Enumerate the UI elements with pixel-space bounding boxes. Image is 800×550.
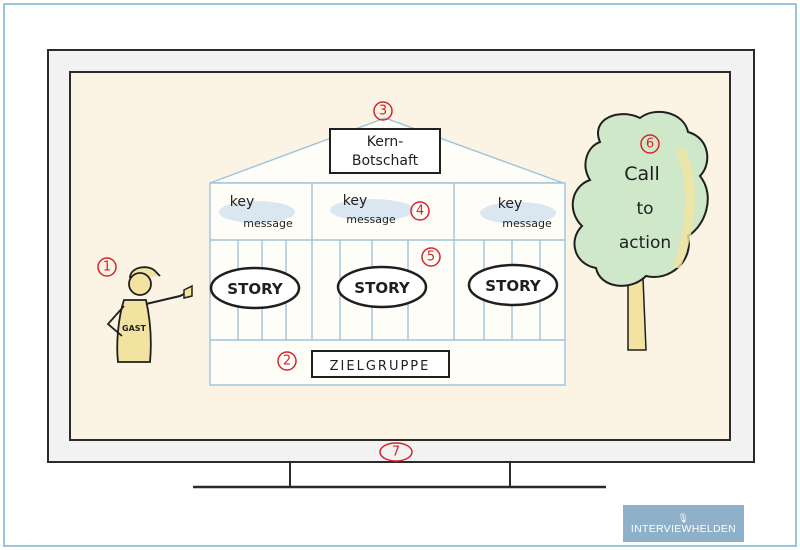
story-2: STORY: [354, 279, 411, 297]
brand-badge: 🎙 INTERVIEWHELDEN: [623, 505, 744, 542]
marker-5: 5: [421, 247, 441, 267]
marker-5-label: 5: [427, 250, 435, 265]
brand-label: INTERVIEWHELDEN: [630, 522, 737, 535]
marker-3-label: 3: [379, 104, 387, 119]
guest-other-arm: [106, 305, 125, 337]
highlight: [330, 199, 414, 221]
guest-body: [116, 299, 152, 363]
tree-shade: [672, 148, 695, 268]
outer-border: [3, 3, 797, 547]
guest-shirt-label: GAST: [122, 324, 147, 333]
story-cloud-2: [336, 265, 428, 309]
highlight: [480, 202, 556, 224]
marker-7: 7: [379, 442, 413, 462]
key-message-2-line1: key: [343, 193, 368, 209]
key-message-1-line2: message: [243, 217, 293, 230]
guest-figure: GAST: [106, 266, 193, 363]
cta-line1: Call: [624, 163, 659, 185]
story-cloud-3: [467, 263, 559, 307]
core-message-line2: Botschaft: [352, 153, 419, 169]
guest-head: [128, 272, 152, 296]
guest-hand: [183, 284, 193, 299]
marker-4: 4: [410, 201, 430, 221]
marker-1: 1: [97, 257, 117, 277]
marker-6: 6: [640, 134, 660, 154]
key-message-3-line2: message: [502, 217, 552, 230]
story-cloud-1: [209, 266, 301, 310]
marker-6-label: 6: [646, 137, 654, 152]
story-3: STORY: [485, 277, 542, 295]
key-message-3-line1: key: [498, 196, 523, 212]
story-1: STORY: [227, 280, 284, 298]
core-message-box: [329, 128, 441, 174]
marker-2-label: 2: [283, 354, 291, 369]
marker-4-label: 4: [416, 204, 424, 219]
target-group-label: ZIELGRUPPE: [330, 359, 431, 374]
highlight: [219, 201, 295, 223]
marker-3: 3: [373, 101, 393, 121]
microphone-icon: 🎙: [677, 512, 690, 523]
key-message-1-line1: key: [230, 194, 255, 210]
key-message-2-line2: message: [346, 213, 396, 226]
target-group-box: [311, 350, 450, 378]
call-to-action-tree: Call to action: [571, 110, 709, 351]
core-message-line1: Kern-: [367, 134, 404, 150]
cta-line2: to: [636, 199, 653, 219]
cta-line3: action: [619, 233, 671, 253]
marker-2: 2: [277, 351, 297, 371]
marker-7-label: 7: [392, 445, 400, 460]
marker-1-label: 1: [103, 260, 111, 275]
tree-trunk: [627, 277, 647, 351]
